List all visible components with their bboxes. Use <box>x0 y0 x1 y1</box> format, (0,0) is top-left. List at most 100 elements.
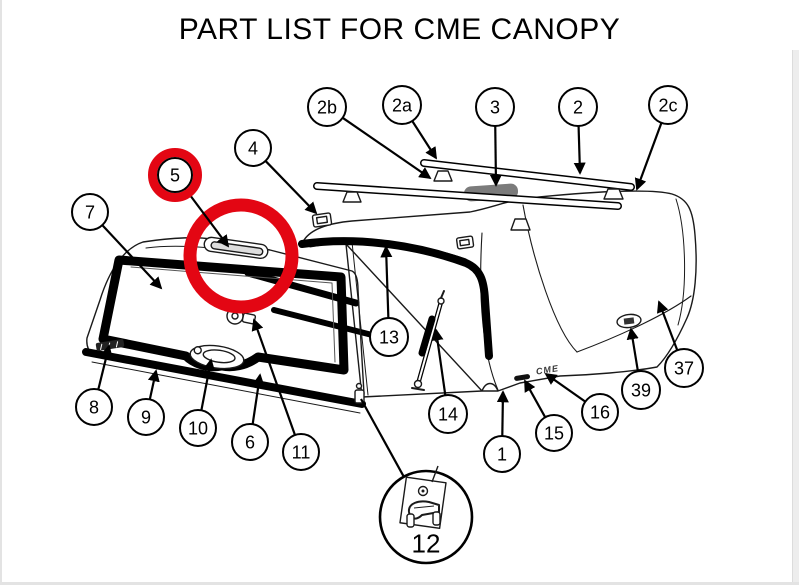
leader-line <box>97 344 113 390</box>
callout-circle <box>664 348 704 388</box>
callout-circle <box>231 423 269 461</box>
leader-line <box>496 390 509 437</box>
leader-line <box>626 327 640 372</box>
leader-line <box>251 373 265 425</box>
callout-number: 9 <box>141 407 151 427</box>
callout-number: 39 <box>631 380 651 400</box>
leader-line <box>251 318 296 436</box>
callout-number: 10 <box>188 418 208 438</box>
callout-10: 10 <box>179 358 217 447</box>
callout-number: 5 <box>170 165 180 185</box>
callout-number: 7 <box>85 202 95 222</box>
leader-line <box>147 369 160 400</box>
canopy-door-seal <box>298 237 493 360</box>
roof-rack-bar-front <box>313 182 622 210</box>
callout-2a: 2a <box>382 85 437 160</box>
callout-circle <box>535 414 573 452</box>
callout-7: 7 <box>71 193 163 290</box>
callout-3: 3 <box>475 87 515 187</box>
roof-rack-bar-rear <box>420 159 635 191</box>
leader-line <box>380 245 393 319</box>
door-bottom-trim <box>82 348 366 408</box>
highlight-circle <box>183 198 299 314</box>
gas-strut <box>411 290 445 391</box>
leader-line <box>489 125 502 187</box>
clamp-detail-drawing <box>399 465 447 530</box>
leader-line <box>431 328 447 396</box>
callout-circle <box>483 435 521 473</box>
callout-circle <box>648 85 688 125</box>
leader-line <box>656 300 679 351</box>
leader-line <box>101 224 163 290</box>
callout-39: 39 <box>621 327 661 410</box>
callout-number: 13 <box>379 327 399 347</box>
rear-door <box>82 236 366 414</box>
leader-line <box>264 160 318 215</box>
callout-number: 2a <box>392 95 413 115</box>
callout-circle <box>621 370 661 410</box>
rack-mount-bracket-front <box>311 212 333 228</box>
callout-number: 2 <box>573 97 583 117</box>
callout-circle <box>382 85 422 125</box>
callout-number: 12 <box>412 528 441 558</box>
callout-layer: 7 5 4 2b 2a 3 2 2c 13 14 8 9 10 6 11 12 1 15 16 39 37 <box>71 85 704 565</box>
leader-line <box>573 125 586 175</box>
callout-circle <box>75 388 113 426</box>
callout-2c: 2c <box>634 85 688 191</box>
page-edge-left <box>0 0 2 585</box>
callout-number: 3 <box>490 97 500 117</box>
callout-number: 37 <box>674 358 694 378</box>
leader-line <box>634 122 663 191</box>
side-handle <box>616 313 642 329</box>
callout-number: 2b <box>317 97 337 117</box>
callout-4: 4 <box>234 129 318 215</box>
callout-number: 6 <box>245 432 255 452</box>
leader-line <box>411 120 437 160</box>
callout-number: 4 <box>248 138 258 158</box>
inner-seal-band-lower <box>271 307 383 340</box>
callout-number: 11 <box>292 442 311 462</box>
callout-circle <box>179 409 217 447</box>
callout-circle <box>127 398 165 436</box>
roof-rack-feet <box>342 170 624 231</box>
leader-line <box>544 372 586 403</box>
callout-number: 2c <box>658 95 677 115</box>
side-trim-dash <box>514 374 531 381</box>
callout-15: 15 <box>524 379 573 452</box>
leader-line <box>342 116 432 180</box>
callout-red-ring <box>148 148 202 202</box>
callout-circle <box>558 87 598 127</box>
callout-2: 2 <box>558 87 598 175</box>
callout-circle <box>71 193 109 231</box>
page-edge-right <box>792 50 799 585</box>
callout-2b: 2b <box>307 87 432 180</box>
callout-circle <box>157 157 193 193</box>
door-top-handle <box>203 236 269 260</box>
callout-circle <box>428 394 468 434</box>
leader-line <box>524 379 547 418</box>
callout-1: 1 <box>483 390 521 473</box>
callout-circle <box>581 393 619 431</box>
callout-6: 6 <box>231 373 269 461</box>
callout-number: 14 <box>438 404 458 424</box>
rack-mount-bracket-rear <box>455 235 475 250</box>
callout-circle <box>369 317 409 357</box>
callout-13: 13 <box>369 245 409 357</box>
callout-11: 11 <box>251 318 320 471</box>
callout-9: 9 <box>127 369 165 436</box>
callout-circle <box>307 87 347 127</box>
page-title: PART LIST FOR CME CANOPY <box>178 13 621 46</box>
callout-8: 8 <box>75 344 113 426</box>
callout-number: 16 <box>590 402 610 422</box>
callout-circle <box>282 433 320 471</box>
page-edge-bottom <box>0 582 799 585</box>
callout-circle <box>234 129 272 167</box>
callout-16: 16 <box>544 372 619 431</box>
callout-circle <box>475 87 515 127</box>
callout-37: 37 <box>656 300 704 388</box>
callout-number: 1 <box>497 444 507 464</box>
callout-5: 5 <box>148 148 230 248</box>
leader-line <box>200 358 216 411</box>
